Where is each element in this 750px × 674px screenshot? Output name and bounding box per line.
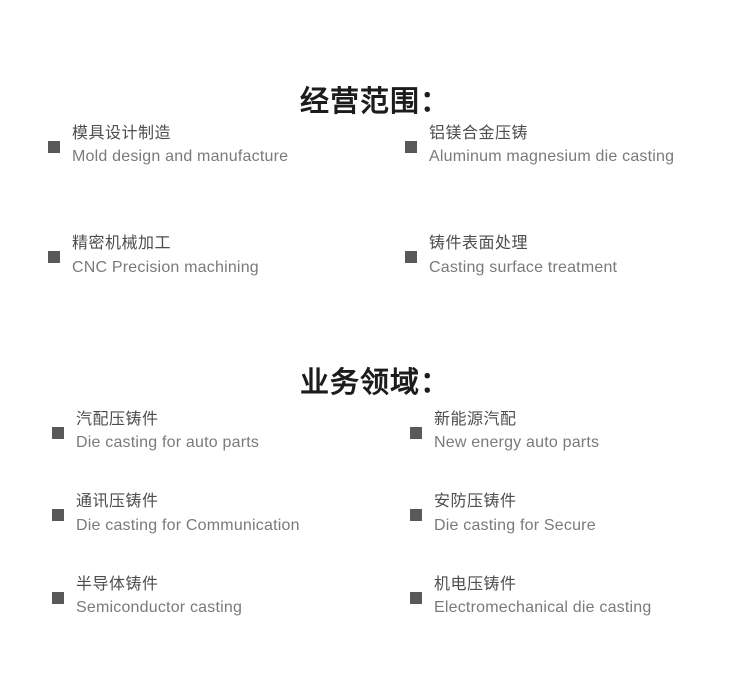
list-item: 新能源汽配 New energy auto parts [0, 408, 750, 454]
list-item-text: 安防压铸件 Die casting for Secure [434, 490, 596, 536]
section-heading-business-fields: 业务领域： [299, 367, 450, 400]
list-item-title-cn: 汽配压铸件 [76, 411, 159, 428]
list-item: 模具设计制造 Mold design and manufacture [0, 122, 360, 168]
list-item-text: 铸件表面处理 Casting surface treatment [429, 232, 617, 278]
square-bullet-icon [410, 591, 422, 604]
list-item-title-cn: 铝镁合金压铸 [429, 125, 529, 142]
square-bullet-icon [52, 591, 64, 604]
list-item-title-en: Die casting for Secure [434, 516, 596, 534]
list-item-text: 通讯压铸件 Die casting for Communication [76, 490, 300, 536]
list-item-title-cn: 铸件表面处理 [429, 235, 529, 253]
list-item: 安防压铸件 Die casting for Secure [0, 490, 750, 536]
square-bullet-icon [405, 141, 417, 153]
list-item-title-cn: 半导体铸件 [76, 575, 159, 593]
list-item-title-en: Mold design and manufacture [72, 148, 289, 166]
list-item-title-cn: 模具设计制造 [72, 125, 172, 142]
section-heading-business-scope: 经营范围： [299, 86, 450, 119]
square-bullet-icon [52, 427, 64, 439]
square-bullet-icon [405, 251, 417, 264]
list-item: 半导体铸件 Semiconductor casting [0, 573, 360, 619]
square-bullet-icon [48, 141, 60, 153]
business-fields-list: 汽配压铸件 Die casting for auto parts 新能源汽配 N… [0, 408, 750, 619]
list-item-text: 半导体铸件 Semiconductor casting [76, 573, 242, 619]
list-item-title-cn: 安防压铸件 [434, 493, 517, 511]
list-item: 通讯压铸件 Die casting for Communication [0, 490, 360, 536]
list-item: 汽配压铸件 Die casting for auto parts [0, 408, 360, 454]
list-item: 铸件表面处理 Casting surface treatment [0, 232, 750, 278]
list-item-title-en: Casting surface treatment [429, 258, 618, 276]
list-item: 精密机械加工 CNC Precision machining [0, 232, 360, 278]
business-scope-list: 模具设计制造 Mold design and manufacture 铝镁合金压… [0, 122, 750, 279]
list-item-text: 机电压铸件 Electromechanical die casting [434, 573, 651, 619]
square-bullet-icon [410, 427, 422, 439]
list-item-title-en: Die casting for auto parts [76, 434, 260, 452]
list-item-title-en: Die casting for Communication [76, 516, 300, 534]
list-item-title-cn: 机电压铸件 [434, 575, 517, 593]
square-bullet-icon [48, 251, 60, 264]
list-item-title-en: Electromechanical die casting [434, 598, 652, 616]
list-item-text: 汽配压铸件 Die casting for auto parts [76, 408, 259, 454]
square-bullet-icon [52, 509, 64, 522]
square-bullet-icon [410, 509, 422, 522]
list-item-title-en: Aluminum magnesium die casting [429, 148, 675, 166]
list-item: 铝镁合金压铸 Aluminum magnesium die casting [0, 122, 750, 168]
list-item-title-cn: 精密机械加工 [72, 235, 172, 253]
list-item-title-en: Semiconductor casting [76, 598, 243, 616]
list-item-title-en: New energy auto parts [434, 434, 600, 452]
list-item: 机电压铸件 Electromechanical die casting [0, 573, 750, 619]
list-item-text: 精密机械加工 CNC Precision machining [72, 232, 259, 278]
list-item-title-cn: 新能源汽配 [434, 411, 517, 428]
list-item-title-cn: 通讯压铸件 [76, 493, 159, 511]
list-item-text: 新能源汽配 New energy auto parts [434, 408, 599, 454]
list-item-text: 铝镁合金压铸 Aluminum magnesium die casting [429, 122, 674, 168]
list-item-text: 模具设计制造 Mold design and manufacture [72, 122, 288, 168]
list-item-title-en: CNC Precision machining [72, 258, 259, 276]
